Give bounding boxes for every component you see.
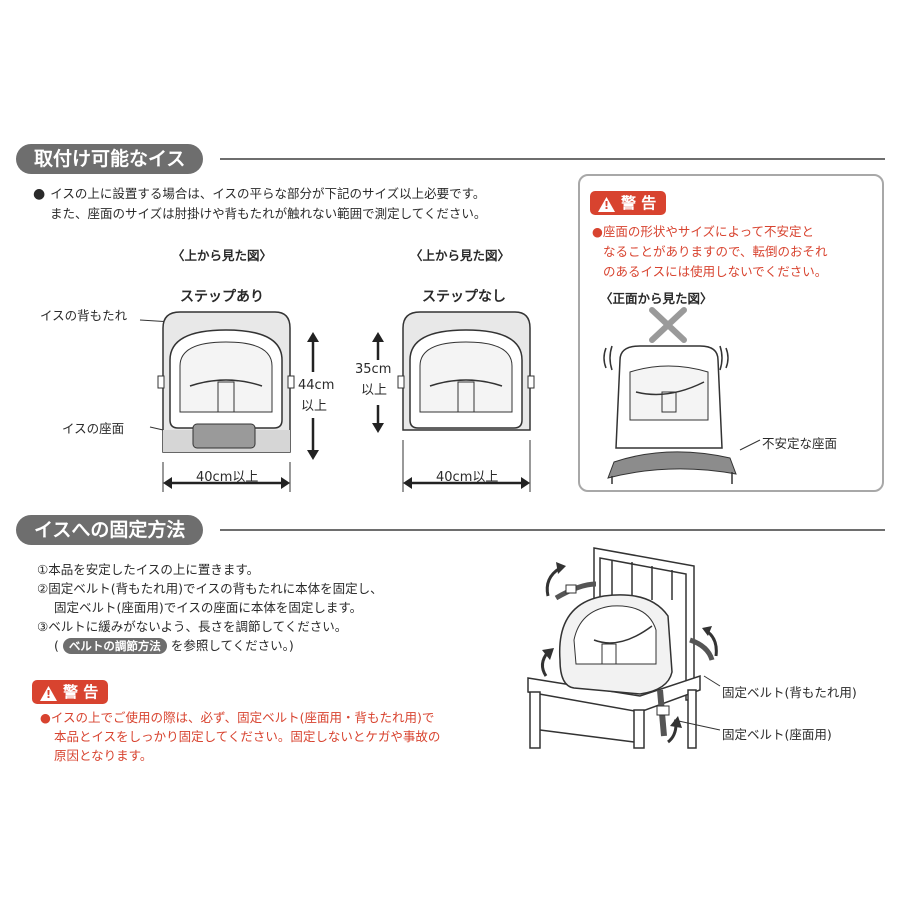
width-right-label: 40cm以上 xyxy=(436,470,499,485)
requirement-text-line2: また、座面のサイズは肘掛けや背もたれが触れない範囲で測定してください。 xyxy=(50,206,487,221)
warning-badge-top: !警 告 xyxy=(590,191,667,215)
front-view-label: 〈正面から見た図〉 xyxy=(600,291,713,306)
step-yes-label: ステップあり xyxy=(180,289,264,305)
bullet-dot: ● xyxy=(33,186,46,202)
dim-35-suffix: 以上 xyxy=(361,383,388,398)
section-divider xyxy=(220,529,885,531)
step-no-label: ステップなし xyxy=(422,289,506,305)
view-label-right: 〈上から見た図〉 xyxy=(410,248,511,263)
warning2-text-line3: 原因となります。 xyxy=(54,748,153,763)
dim-44-suffix: 以上 xyxy=(301,399,328,414)
warning-text-line1: ●座面の形状やサイズによって不安定と xyxy=(592,224,815,239)
seat-belt-label: 固定ベルト(座面用) xyxy=(722,727,832,742)
step-3-text: ③ベルトに緩みがないよう、長さを調節してください。 xyxy=(37,619,348,634)
dim-35-value: 35cm xyxy=(355,362,392,377)
dim-44-value: 44cm xyxy=(298,378,335,393)
warning-badge-bottom: !警 告 xyxy=(32,680,109,704)
step-2-text-a: ②固定ベルト(背もたれ用)でイスの背もたれに本体を固定し、 xyxy=(37,581,383,596)
section-title-compatible-chairs: 取付け可能なイス xyxy=(16,144,204,174)
warning2-text-line1: ●イスの上でご使用の際は、必ず、固定ベルト(座面用・背もたれ用)で xyxy=(40,710,435,725)
belt-adjust-reference-badge: ベルトの調節方法 xyxy=(62,638,167,654)
view-label-left: 〈上から見た図〉 xyxy=(172,248,273,263)
seat-label: イスの座面 xyxy=(62,421,125,436)
warning-text-line2: なることがありますので、転倒のおそれ xyxy=(603,244,828,259)
step-2-text-b: 固定ベルト(座面用)でイスの座面に本体を固定します。 xyxy=(54,600,363,615)
section-title-fixing-method: イスへの固定方法 xyxy=(16,515,204,545)
back-belt-label: 固定ベルト(背もたれ用) xyxy=(722,685,857,700)
width-left-label: 40cm以上 xyxy=(196,470,259,485)
backrest-label: イスの背もたれ xyxy=(40,308,128,323)
requirement-text-line1: ●イスの上に設置する場合は、イスの平らな部分が下記のサイズ以上必要です。 xyxy=(33,186,486,202)
reference-note: ( ベルトの調節方法 を参照してください。) xyxy=(54,638,294,654)
warning2-text-line2: 本品とイスをしっかり固定してください。固定しないとケガや事故の xyxy=(54,729,441,744)
warning-panel xyxy=(578,174,884,492)
unstable-seat-label: 不安定な座面 xyxy=(762,436,838,451)
section-divider xyxy=(220,158,885,160)
step-1-text: ①本品を安定したイスの上に置きます。 xyxy=(37,562,260,577)
warning-text-line3: のあるイスには使用しないでください。 xyxy=(603,264,828,279)
